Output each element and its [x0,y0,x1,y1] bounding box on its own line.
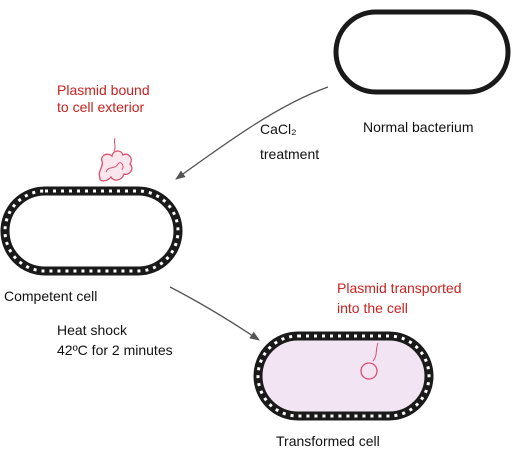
heat-shock-arrow [169,286,260,341]
plasmid-transported-label-line2: into the cell [337,300,408,316]
transformed-cell-membrane-pores [256,334,431,418]
transformed-cell-label: Transformed cell [276,433,380,449]
cacl2-formula-label: CaCl₂ [260,121,297,137]
normal-bacterium-label: Normal bacterium [363,119,474,135]
plasmid-bound-label-line2: to cell exterior [57,99,145,115]
competent-cell-label: Competent cell [4,288,98,304]
internal-plasmid-pointer [372,342,379,362]
plasmid-bound-label-line1: Plasmid bound [57,82,150,98]
transformed-cell [253,331,434,421]
cacl2-arrow [175,86,329,180]
competent-cell-membrane [0,186,183,276]
cacl2-treatment-label: treatment [260,146,320,162]
bound-plasmid-inner [105,162,124,173]
bound-plasmid [98,137,133,182]
internal-plasmid [360,362,378,380]
bound-plasmid-pointer [113,137,116,152]
transformed-cell-membrane [253,331,434,421]
normal-bacterium-cell [333,9,511,95]
heat-shock-label-line1: Heat shock [57,322,128,338]
competent-cell [0,186,183,276]
plasmid-transported-label-line1: Plasmid transported [337,280,462,296]
competent-cell-membrane-pores [3,189,180,273]
heat-shock-label-line2: 42ºC for 2 minutes [57,342,173,358]
